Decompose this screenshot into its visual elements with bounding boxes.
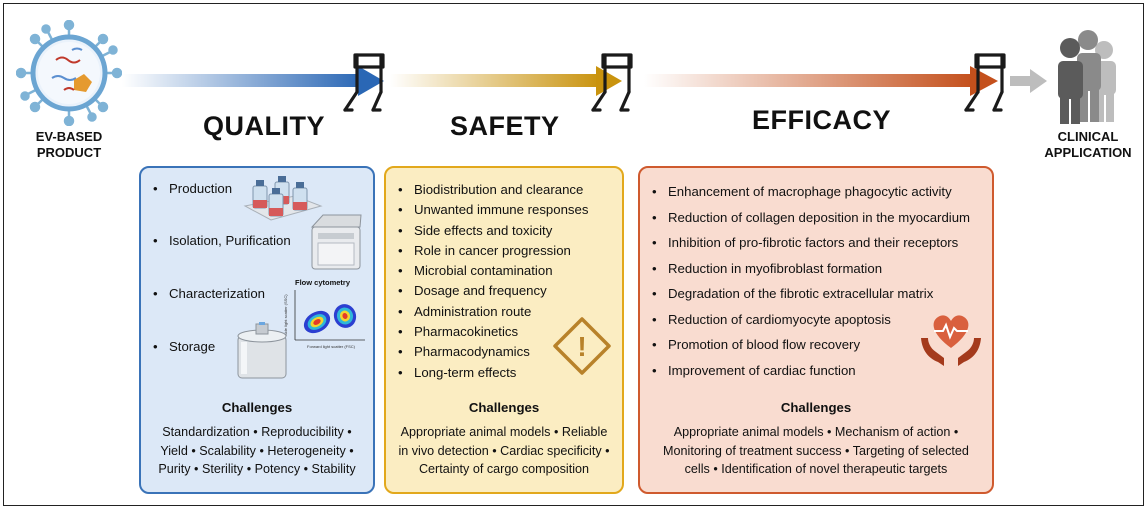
list-item: Reduction in myofibroblast formation <box>652 257 970 283</box>
heart-hands-icon <box>921 315 981 366</box>
people-icon <box>1058 30 1116 124</box>
challenge-line: in vivo detection • Cardiac specificity … <box>398 443 610 458</box>
safety-title: SAFETY <box>450 111 560 141</box>
list-item: Long-term effects <box>398 363 588 383</box>
safety-arrow <box>390 66 622 96</box>
safety-challenges-title: Challenges <box>468 400 540 415</box>
quality-item-production: Production <box>153 181 232 196</box>
flow-xlabel: Forward light scatter (FSC) <box>307 344 356 349</box>
cryo-storage-icon <box>237 322 287 379</box>
list-item: Inhibition of pro-fibrotic factors and t… <box>652 231 970 257</box>
centrifuge-icon <box>310 214 362 270</box>
flow-cytometry-label: Flow cytometry <box>295 278 351 287</box>
quality-challenges-text: Standardization • Reproducibility • Yiel… <box>147 423 367 479</box>
flow-cytometry-plot-icon: Flow cytometry Forward light scatter (FS… <box>283 278 365 349</box>
quality-item-storage: Storage <box>153 339 215 354</box>
challenge-line: Purity • Sterility • Potency • Stability <box>158 462 356 476</box>
svg-text:!: ! <box>577 331 586 362</box>
quality-item-characterization: Characterization <box>153 286 265 301</box>
efficacy-challenges-text: Appropriate animal models • Mechanism of… <box>646 423 986 479</box>
challenge-line: Appropriate animal models • Mechanism of… <box>673 425 959 439</box>
clinical-application-label: CLINICAL APPLICATION <box>1044 129 1132 160</box>
list-item: Promotion of blood flow recovery <box>652 333 970 359</box>
ev-particle-icon <box>16 20 122 126</box>
challenge-line: Certainty of cargo composition <box>418 462 590 476</box>
hurdle-icon <box>343 53 385 112</box>
list-item: Administration route <box>398 302 588 322</box>
safety-box: Biodistribution and clearance Unwanted i… <box>384 166 624 494</box>
warning-icon: ! <box>553 317 611 375</box>
list-item: Microbial contamination <box>398 261 588 281</box>
quality-title: QUALITY <box>203 111 325 141</box>
list-item: Reduction of cardiomyocyte apoptosis <box>652 308 970 334</box>
list-item: Side effects and toxicity <box>398 221 588 241</box>
efficacy-list: Enhancement of macrophage phagocytic act… <box>652 180 970 384</box>
flow-ylabel: Side light scatter (SSC) <box>283 294 288 336</box>
list-item: Role in cancer progression <box>398 241 588 261</box>
diagram-frame <box>3 3 1144 506</box>
bioreactor-icon <box>243 176 323 221</box>
quality-box: Production Isolation, Purification Chara… <box>139 166 375 494</box>
challenge-line: Yield • Scalability • Heterogeneity • <box>160 443 354 458</box>
safety-challenges-text: Appropriate animal models • Reliable in … <box>392 423 616 479</box>
list-item: Enhancement of macrophage phagocytic act… <box>652 180 970 206</box>
list-item: Improvement of cardiac function <box>652 359 970 385</box>
list-item: Biodistribution and clearance <box>398 180 588 200</box>
list-item: Pharmacodynamics <box>398 342 588 362</box>
efficacy-challenges-title: Challenges <box>780 400 852 415</box>
list-item: Pharmacokinetics <box>398 322 588 342</box>
list-item: Reduction of collagen deposition in the … <box>652 206 970 232</box>
efficacy-title: EFFICACY <box>752 105 891 135</box>
challenge-line: Standardization • Reproducibility • <box>162 425 352 439</box>
list-item: Unwanted immune responses <box>398 200 588 220</box>
list-item: Dosage and frequency <box>398 281 588 301</box>
list-item: Degradation of the fibrotic extracellula… <box>652 282 970 308</box>
efficacy-arrow <box>644 66 998 96</box>
ev-based-product-label: EV-BASED PRODUCT <box>35 129 103 160</box>
hurdle-icon <box>964 53 1006 112</box>
quality-arrow <box>122 66 384 96</box>
challenge-line: Monitoring of treatment success • Target… <box>663 443 969 458</box>
hurdle-icon <box>591 53 633 112</box>
quality-challenges-title: Challenges <box>221 400 293 415</box>
efficacy-box: Enhancement of macrophage phagocytic act… <box>638 166 994 494</box>
safety-list: Biodistribution and clearance Unwanted i… <box>398 180 588 383</box>
clinical-arrow <box>1010 69 1047 93</box>
quality-item-isolation: Isolation, Purification <box>153 233 291 248</box>
challenge-line: cells • Identification of novel therapeu… <box>684 462 948 476</box>
challenge-line: Appropriate animal models • Reliable <box>400 425 608 439</box>
